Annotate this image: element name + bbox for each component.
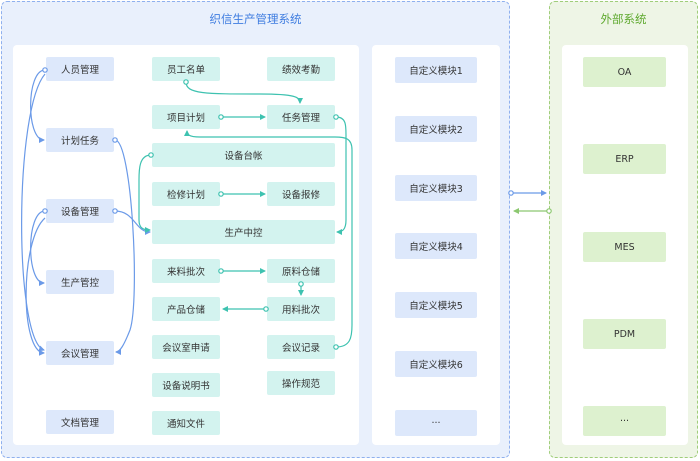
node-meeting-management[interactable]: 会议管理 xyxy=(46,341,114,365)
node-equipment-repair[interactable]: 设备报修 xyxy=(267,182,335,206)
node-external-erp[interactable]: ERP xyxy=(583,144,666,174)
node-employee-roster[interactable]: 员工名单 xyxy=(152,57,220,81)
node-custom-module-1[interactable]: 自定义模块1 xyxy=(395,57,477,83)
connector-record-to-plan xyxy=(184,130,353,348)
node-material-batch[interactable]: 用料批次 xyxy=(267,297,335,321)
node-project-plan[interactable]: 项目计划 xyxy=(152,105,220,129)
connector-task-to-center xyxy=(335,116,347,235)
node-external-oa[interactable]: OA xyxy=(583,57,666,87)
node-product-storage[interactable]: 产品仓储 xyxy=(152,297,220,321)
connector-plan-to-meeting xyxy=(114,139,135,355)
node-equipment-ledger[interactable]: 设备台帐 xyxy=(152,143,335,167)
node-external-mes[interactable]: MES xyxy=(583,232,666,262)
production-system-title: 织信生产管理系统 xyxy=(209,12,302,26)
node-meeting-room-booking[interactable]: 会议室申请 xyxy=(152,335,220,359)
connector-material-out xyxy=(263,306,269,312)
connector-roster-start xyxy=(183,79,189,85)
node-performance-attendance[interactable]: 绩效考勤 xyxy=(267,57,335,81)
node-production-control[interactable]: 生产管控 xyxy=(46,270,114,294)
connector-external-out xyxy=(546,208,552,214)
node-external-pdm[interactable]: PDM xyxy=(583,319,666,349)
connector-plan-start xyxy=(112,137,118,143)
node-plan-task[interactable]: 计划任务 xyxy=(46,128,114,152)
connector-equipment-out xyxy=(112,208,118,214)
node-external-more[interactable]: ··· xyxy=(583,406,666,436)
connector-equipment-to-production xyxy=(30,210,46,286)
connector-incoming-out xyxy=(218,268,224,274)
connector-equipment-to-meeting xyxy=(25,217,46,356)
node-task-management[interactable]: 任务管理 xyxy=(267,105,335,129)
connector-plan-out xyxy=(218,114,224,120)
connector-ledger-to-center xyxy=(138,154,152,233)
connector-raw-out xyxy=(298,281,304,287)
connector-ledger-out xyxy=(148,152,154,158)
connector-equipment-start xyxy=(42,208,48,214)
node-incoming-batch[interactable]: 来料批次 xyxy=(152,259,220,283)
connector-personnel-to-plan xyxy=(30,69,46,143)
node-custom-module-more[interactable]: ··· xyxy=(395,410,477,436)
node-personnel-management[interactable]: 人员管理 xyxy=(46,57,114,81)
node-custom-module-3[interactable]: 自定义模块3 xyxy=(395,175,477,201)
node-custom-module-2[interactable]: 自定义模块2 xyxy=(395,116,477,142)
connector-task-out xyxy=(333,114,339,120)
node-raw-material-storage[interactable]: 原料仓储 xyxy=(267,259,335,283)
node-document-management[interactable]: 文档管理 xyxy=(46,410,114,434)
connector-roster-to-task xyxy=(185,81,303,104)
node-maintenance-plan[interactable]: 检修计划 xyxy=(152,182,220,206)
external-systems-title: 外部系统 xyxy=(600,12,647,26)
connector-personnel-start xyxy=(42,67,48,73)
node-operating-rules[interactable]: 操作规范 xyxy=(267,371,335,395)
node-production-center[interactable]: 生产中控 xyxy=(152,220,335,244)
node-meeting-record[interactable]: 会议记录 xyxy=(267,335,335,359)
node-custom-module-5[interactable]: 自定义模块5 xyxy=(395,292,477,318)
node-custom-module-6[interactable]: 自定义模块6 xyxy=(395,351,477,377)
node-custom-module-4[interactable]: 自定义模块4 xyxy=(395,233,477,259)
connector-system-out xyxy=(508,190,514,196)
node-equipment-manual[interactable]: 设备说明书 xyxy=(152,373,220,397)
node-equipment-management[interactable]: 设备管理 xyxy=(46,199,114,223)
connector-maintenance-out xyxy=(218,191,224,197)
node-notice-document[interactable]: 通知文件 xyxy=(152,411,220,435)
connector-personnel-to-meeting xyxy=(21,73,46,352)
connector-record-out xyxy=(333,344,339,350)
